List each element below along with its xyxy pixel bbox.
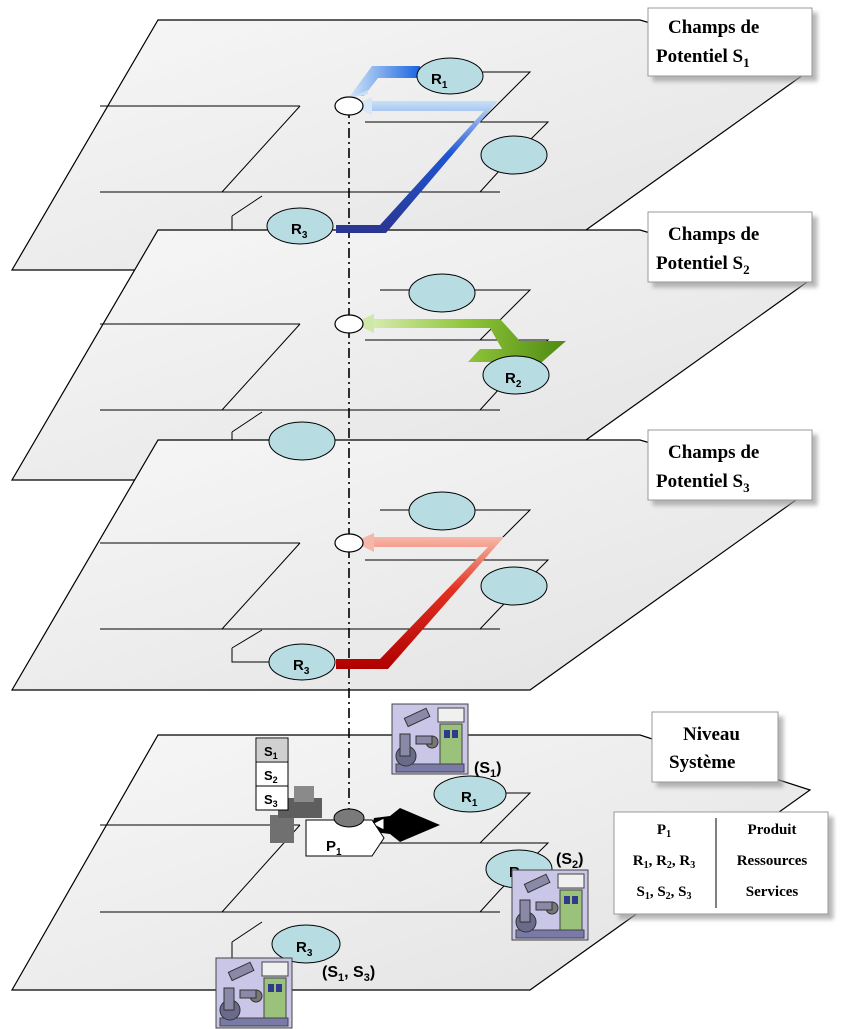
arrow-s2 xyxy=(354,314,566,362)
svg-text:R3: R3 xyxy=(296,939,313,959)
robot-workcell-icon xyxy=(391,703,469,775)
svg-text:R2: R2 xyxy=(505,370,522,390)
convergence-point-s3 xyxy=(334,533,364,553)
resource-node-empty xyxy=(480,566,548,606)
service-label-s1-s3: (S1, S3) xyxy=(322,964,375,984)
resource-node-empty xyxy=(480,135,548,175)
svg-text:Système: Système xyxy=(669,752,735,773)
plane-surface xyxy=(10,229,812,481)
legend-value: Ressources xyxy=(737,853,808,869)
legend-value: Produit xyxy=(748,822,797,838)
title-box-s3: Champs de Potentiel S3 xyxy=(647,429,813,501)
level-plane-s1 xyxy=(10,19,812,271)
svg-text:Potentiel S3: Potentiel S3 xyxy=(656,471,750,495)
arrow-s3 xyxy=(336,533,504,669)
title-box-s2: Champs de Potentiel S2 xyxy=(647,211,813,283)
svg-text:Niveau: Niveau xyxy=(683,724,740,745)
resource-node-r3-s3: R3 xyxy=(268,643,336,681)
product-p1: P1 xyxy=(305,808,385,858)
svg-text:Champs de: Champs de xyxy=(668,17,759,38)
services-tag: S1 S2 S3 xyxy=(255,737,289,811)
svg-text:Champs de: Champs de xyxy=(668,224,759,245)
resource-node-empty xyxy=(408,273,476,313)
legend-key: S1, S2, S3 xyxy=(636,884,691,902)
service-label-s1: (S1) xyxy=(474,760,501,780)
legend-value: Services xyxy=(746,884,799,900)
legend-key: R1, R2, R3 xyxy=(633,853,696,871)
svg-text:S1: S1 xyxy=(264,744,278,761)
resource-node-r1-s1: R1 xyxy=(416,57,484,95)
svg-text:Potentiel S1: Potentiel S1 xyxy=(656,46,750,70)
legend-key: P1 xyxy=(657,822,671,840)
arrow-system xyxy=(370,808,440,842)
resource-node-r2-s2: R2 xyxy=(482,355,550,395)
svg-text:P1: P1 xyxy=(326,838,342,858)
title-box-system: Niveau Système xyxy=(651,711,779,783)
plane-surface xyxy=(10,19,812,271)
svg-text:R3: R3 xyxy=(291,221,308,241)
resource-node-r1-system: R1 xyxy=(433,775,507,813)
resource-node-empty xyxy=(408,491,476,531)
level-plane-s3 xyxy=(10,439,812,691)
title-box-s1: Champs de Potentiel S1 xyxy=(647,7,813,77)
svg-text:R1: R1 xyxy=(461,789,478,809)
svg-text:Champs de: Champs de xyxy=(668,442,759,463)
service-label-s2: (S2) xyxy=(556,851,583,871)
svg-text:R1: R1 xyxy=(431,71,448,91)
resource-node-empty xyxy=(268,421,336,461)
convergence-point-s2 xyxy=(334,314,364,334)
svg-text:R3: R3 xyxy=(293,657,310,677)
svg-text:Potentiel S2: Potentiel S2 xyxy=(656,253,750,277)
svg-text:S3: S3 xyxy=(264,792,278,809)
convergence-point-s1 xyxy=(334,96,364,116)
resource-node-r3-s1: R3 xyxy=(266,207,334,245)
resource-node-r3-system: R3 xyxy=(271,924,341,964)
plane-surface xyxy=(10,439,812,691)
robot-workcell-icon xyxy=(215,957,293,1029)
svg-text:S2: S2 xyxy=(264,768,278,785)
product-object xyxy=(270,786,322,843)
robot-workcell-icon xyxy=(511,869,589,941)
